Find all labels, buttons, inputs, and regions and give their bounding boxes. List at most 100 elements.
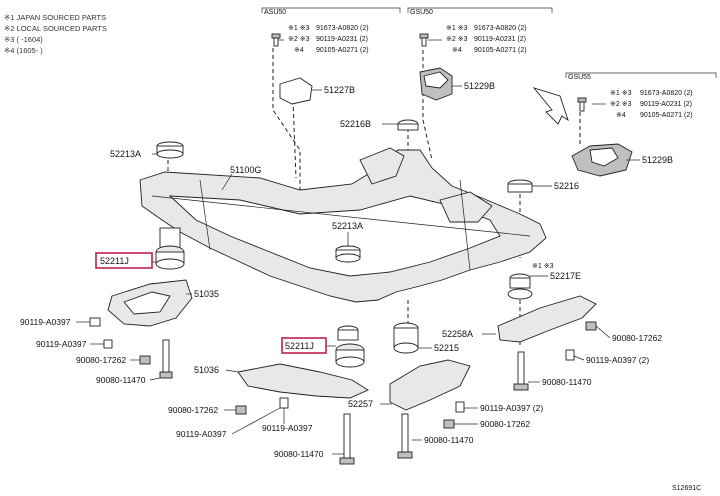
note-2: ※2 LOCAL SOURCED PARTS xyxy=(4,24,107,33)
label-51229b-gsu55: 51229B xyxy=(642,155,673,165)
gsu50-row3-marks: ※4 xyxy=(452,47,462,54)
label-90119-a0397-l2: 90119-A0397 xyxy=(36,339,87,349)
bracket-51036 xyxy=(237,363,369,399)
cushion-52216b xyxy=(397,119,419,131)
gsu50-row1-part: 91673-A0820 (2) xyxy=(474,25,527,32)
group-gsu55-title: GSU55 xyxy=(568,74,591,81)
label-51227b: 51227B xyxy=(324,85,355,95)
nut-icon xyxy=(443,419,455,429)
bolt-icon xyxy=(103,339,113,349)
asu50-row3-marks: ※4 xyxy=(294,47,304,54)
group-gsu55: GSU55 ※1 ※3 91673-A0820 (2) ※2 ※3 90119-… xyxy=(565,72,717,119)
bolt-icon xyxy=(513,351,529,391)
gsu50-row3-part: 90105-A0271 (2) xyxy=(474,47,527,54)
bolt-icon xyxy=(159,339,173,379)
label-52217e-marks: ※1 ※3 xyxy=(532,263,554,270)
label-52213a-mid: 52213A xyxy=(332,221,363,231)
bolt-icon xyxy=(397,413,413,459)
label-51036: 51036 xyxy=(194,365,219,375)
bolt-icon xyxy=(577,97,587,112)
bolt-icon xyxy=(89,317,101,327)
bolt-icon xyxy=(271,33,281,47)
engine-mount-51229b-gsu55 xyxy=(571,143,633,177)
front-subframe-crossmember xyxy=(139,147,547,303)
nut-icon xyxy=(139,355,151,365)
bushing-52211j-mid xyxy=(335,325,365,368)
highlight-box-52211j-left xyxy=(95,252,153,269)
front-arrow-icon xyxy=(532,87,569,125)
asu50-row3-part: 90105-A0271 (2) xyxy=(316,47,369,54)
figure-id: S12691C xyxy=(672,485,701,492)
bolts xyxy=(89,317,597,465)
group-asu50: ASU50 ※1 ※3 91673-A0820 (2) ※2 ※3 90119-… xyxy=(261,7,401,54)
gsu55-row1-part: 91673-A0820 (2) xyxy=(640,90,693,97)
label-90080-11470-br: 90080-11470 xyxy=(424,435,474,445)
engine-mount-51227b xyxy=(279,77,313,105)
gsu55-row1-marks: ※1 ※3 xyxy=(610,90,632,97)
label-52257: 52257 xyxy=(348,399,373,409)
label-52213a-left: 52213A xyxy=(110,149,141,159)
label-51229b-gsu50: 51229B xyxy=(464,81,495,91)
cushion-52216 xyxy=(507,179,533,193)
label-52216b: 52216B xyxy=(340,119,371,129)
engine-mount-51229b-gsu50 xyxy=(419,67,453,101)
gsu55-row2-marks: ※2 ※3 xyxy=(610,101,632,108)
bolt-icon xyxy=(565,349,575,361)
asu50-row1-part: 91673-A0820 (2) xyxy=(316,25,369,32)
label-90080-11470-r: 90080-11470 xyxy=(542,377,592,387)
bracket-52257 xyxy=(389,359,471,411)
label-90119-a0397-bm: 90119-A0397 xyxy=(262,423,313,433)
note-4: ※4 (1605- ) xyxy=(4,46,43,55)
label-51100g: 51100G xyxy=(230,165,261,175)
leader-lines xyxy=(76,85,640,455)
cushion-52213a-mid xyxy=(335,245,361,263)
label-90119-a0397-r: 90119-A0397 (2) xyxy=(586,355,649,365)
nut-icon xyxy=(235,405,247,415)
bushing-52215 xyxy=(393,322,419,354)
label-52217e: 52217E xyxy=(550,271,581,281)
bolt-icon xyxy=(419,33,429,47)
group-gsu50: GSU50 ※1 ※3 91673-A0820 (2) ※2 ※3 90119-… xyxy=(407,7,553,54)
label-90080-11470-l: 90080-11470 xyxy=(96,375,146,385)
label-90080-17262-bl: 90080-17262 xyxy=(168,405,218,415)
gsu50-row2-part: 90119-A0231 (2) xyxy=(474,36,526,43)
label-90080-17262-r: 90080-17262 xyxy=(612,333,662,343)
label-52215: 52215 xyxy=(434,343,459,353)
note-3: ※3 ( -1604) xyxy=(4,35,43,44)
label-90080-17262-l: 90080-17262 xyxy=(76,355,126,365)
asu50-row1-marks: ※1 ※3 xyxy=(288,25,310,32)
group-asu50-title: ASU50 xyxy=(264,9,286,16)
bracket-51035 xyxy=(107,279,193,327)
label-90080-11470-b: 90080-11470 xyxy=(274,449,324,459)
gsu55-row3-marks: ※4 xyxy=(616,112,626,119)
label-90119-a0397-br: 90119-A0397 (2) xyxy=(480,403,543,413)
label-90119-a0397-bl: 90119-A0397 xyxy=(176,429,227,439)
highlight-box-52211j-mid xyxy=(281,337,327,354)
gsu55-row2-part: 90119-A0231 (2) xyxy=(640,101,692,108)
bolt-icon xyxy=(279,397,289,409)
cushion-52213a-left xyxy=(156,141,184,159)
label-52216: 52216 xyxy=(554,181,579,191)
asu50-row2-marks: ※2 ※3 xyxy=(288,36,310,43)
bolt-icon xyxy=(339,413,355,465)
label-52211j-mid[interactable]: 52211J xyxy=(285,341,314,351)
notes-block: ※1 JAPAN SOURCED PARTS ※2 LOCAL SOURCED … xyxy=(4,13,107,55)
label-52258a: 52258A xyxy=(442,329,473,339)
bushing-52217e xyxy=(507,273,533,300)
label-52211j-left[interactable]: 52211J xyxy=(100,256,129,266)
label-90080-17262-br: 90080-17262 xyxy=(480,419,530,429)
note-1: ※1 JAPAN SOURCED PARTS xyxy=(4,13,106,22)
label-51035: 51035 xyxy=(194,289,219,299)
callout-labels: 51227B 51229B 51229B 52216B 52213A 51100… xyxy=(20,81,673,459)
label-90119-a0397-l1: 90119-A0397 xyxy=(20,317,71,327)
asu50-row2-part: 90119-A0231 (2) xyxy=(316,36,368,43)
group-gsu50-title: GSU50 xyxy=(410,9,433,16)
bushing-52211j-left xyxy=(155,227,185,270)
nut-icon xyxy=(585,321,597,331)
bracket-52258a xyxy=(497,295,597,343)
gsu50-row1-marks: ※1 ※3 xyxy=(446,25,468,32)
gsu55-row3-part: 90105-A0271 (2) xyxy=(640,112,693,119)
bolt-icon xyxy=(455,401,465,413)
